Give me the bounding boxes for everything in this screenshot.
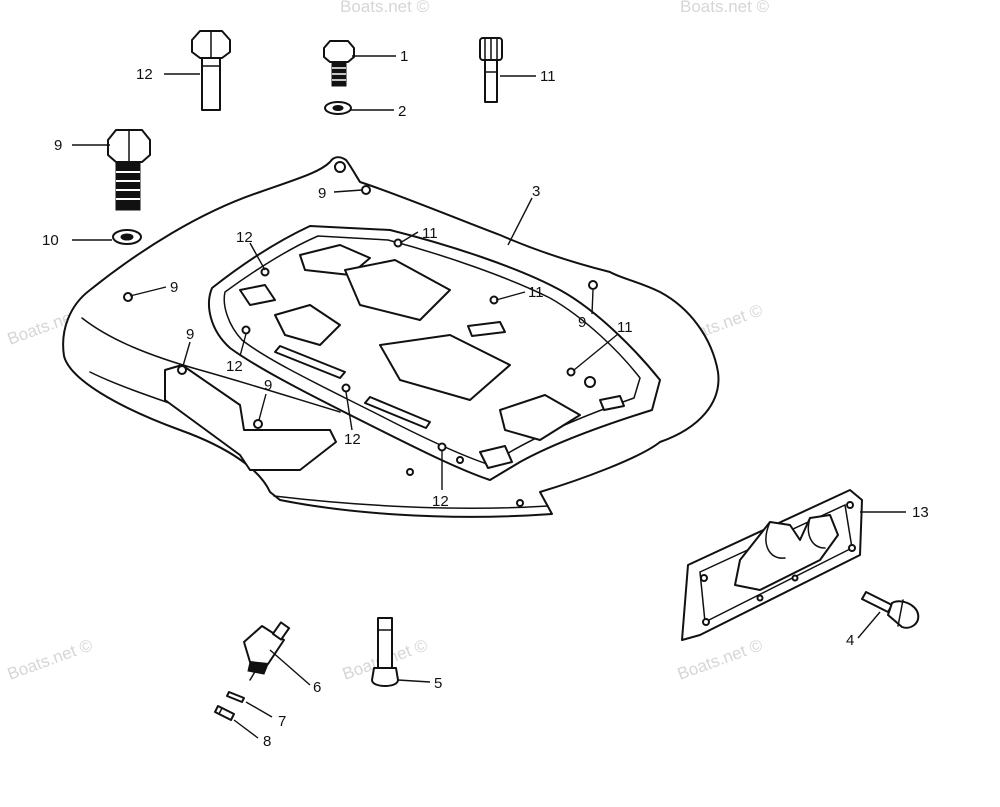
- callout-6: 6: [313, 679, 321, 696]
- callout-1: 1: [400, 48, 408, 65]
- callout-12: 12: [226, 358, 243, 375]
- callout-5: 5: [434, 675, 442, 692]
- callout-9: 9: [264, 377, 272, 394]
- callout-12: 12: [136, 66, 153, 83]
- watermark: Boats.net ©: [675, 635, 766, 683]
- callout-11: 11: [540, 68, 556, 85]
- part-12-bolt[interactable]: [191, 30, 231, 111]
- callout-7: 7: [278, 713, 286, 730]
- callout-8: 8: [263, 733, 271, 750]
- callout-9: 9: [578, 314, 586, 331]
- callout-13: 13: [912, 504, 929, 521]
- watermark: Boats.net ©: [340, 0, 430, 16]
- callout-12: 12: [432, 493, 449, 510]
- callout-9: 9: [318, 185, 326, 202]
- part-4-bolt[interactable]: [861, 591, 920, 629]
- part-8-pin[interactable]: [214, 705, 235, 721]
- callout-12: 12: [344, 431, 361, 448]
- callout-labels: 12 1 2 11 9 10 3 9 12 11 9 11 9 9 11 12 …: [42, 48, 929, 750]
- callout-11: 11: [528, 284, 544, 301]
- callout-9: 9: [170, 279, 178, 296]
- callout-9: 9: [186, 326, 194, 343]
- callout-4: 4: [846, 632, 854, 649]
- part-9-bolt[interactable]: [107, 129, 151, 211]
- part-6-holder[interactable]: [243, 621, 291, 681]
- part-11-screw[interactable]: [479, 37, 503, 103]
- part-13-bracket[interactable]: [681, 489, 863, 641]
- callout-9: 9: [54, 137, 62, 154]
- callout-2: 2: [398, 103, 406, 120]
- callout-11: 11: [422, 225, 438, 242]
- part-2-washer[interactable]: [324, 101, 352, 115]
- part-7-pin[interactable]: [226, 691, 245, 703]
- part-1-bolt[interactable]: [323, 40, 355, 87]
- leader-lines: [72, 55, 906, 739]
- part-5-screw[interactable]: [371, 617, 399, 687]
- callout-11: 11: [617, 319, 633, 336]
- watermark: Boats.net ©: [680, 0, 770, 16]
- watermark: Boats.net ©: [5, 635, 96, 683]
- part-10-washer[interactable]: [112, 229, 142, 245]
- part-3-plate[interactable]: [62, 156, 720, 518]
- callout-10: 10: [42, 232, 59, 249]
- callout-3: 3: [532, 183, 540, 200]
- callout-12: 12: [236, 229, 253, 246]
